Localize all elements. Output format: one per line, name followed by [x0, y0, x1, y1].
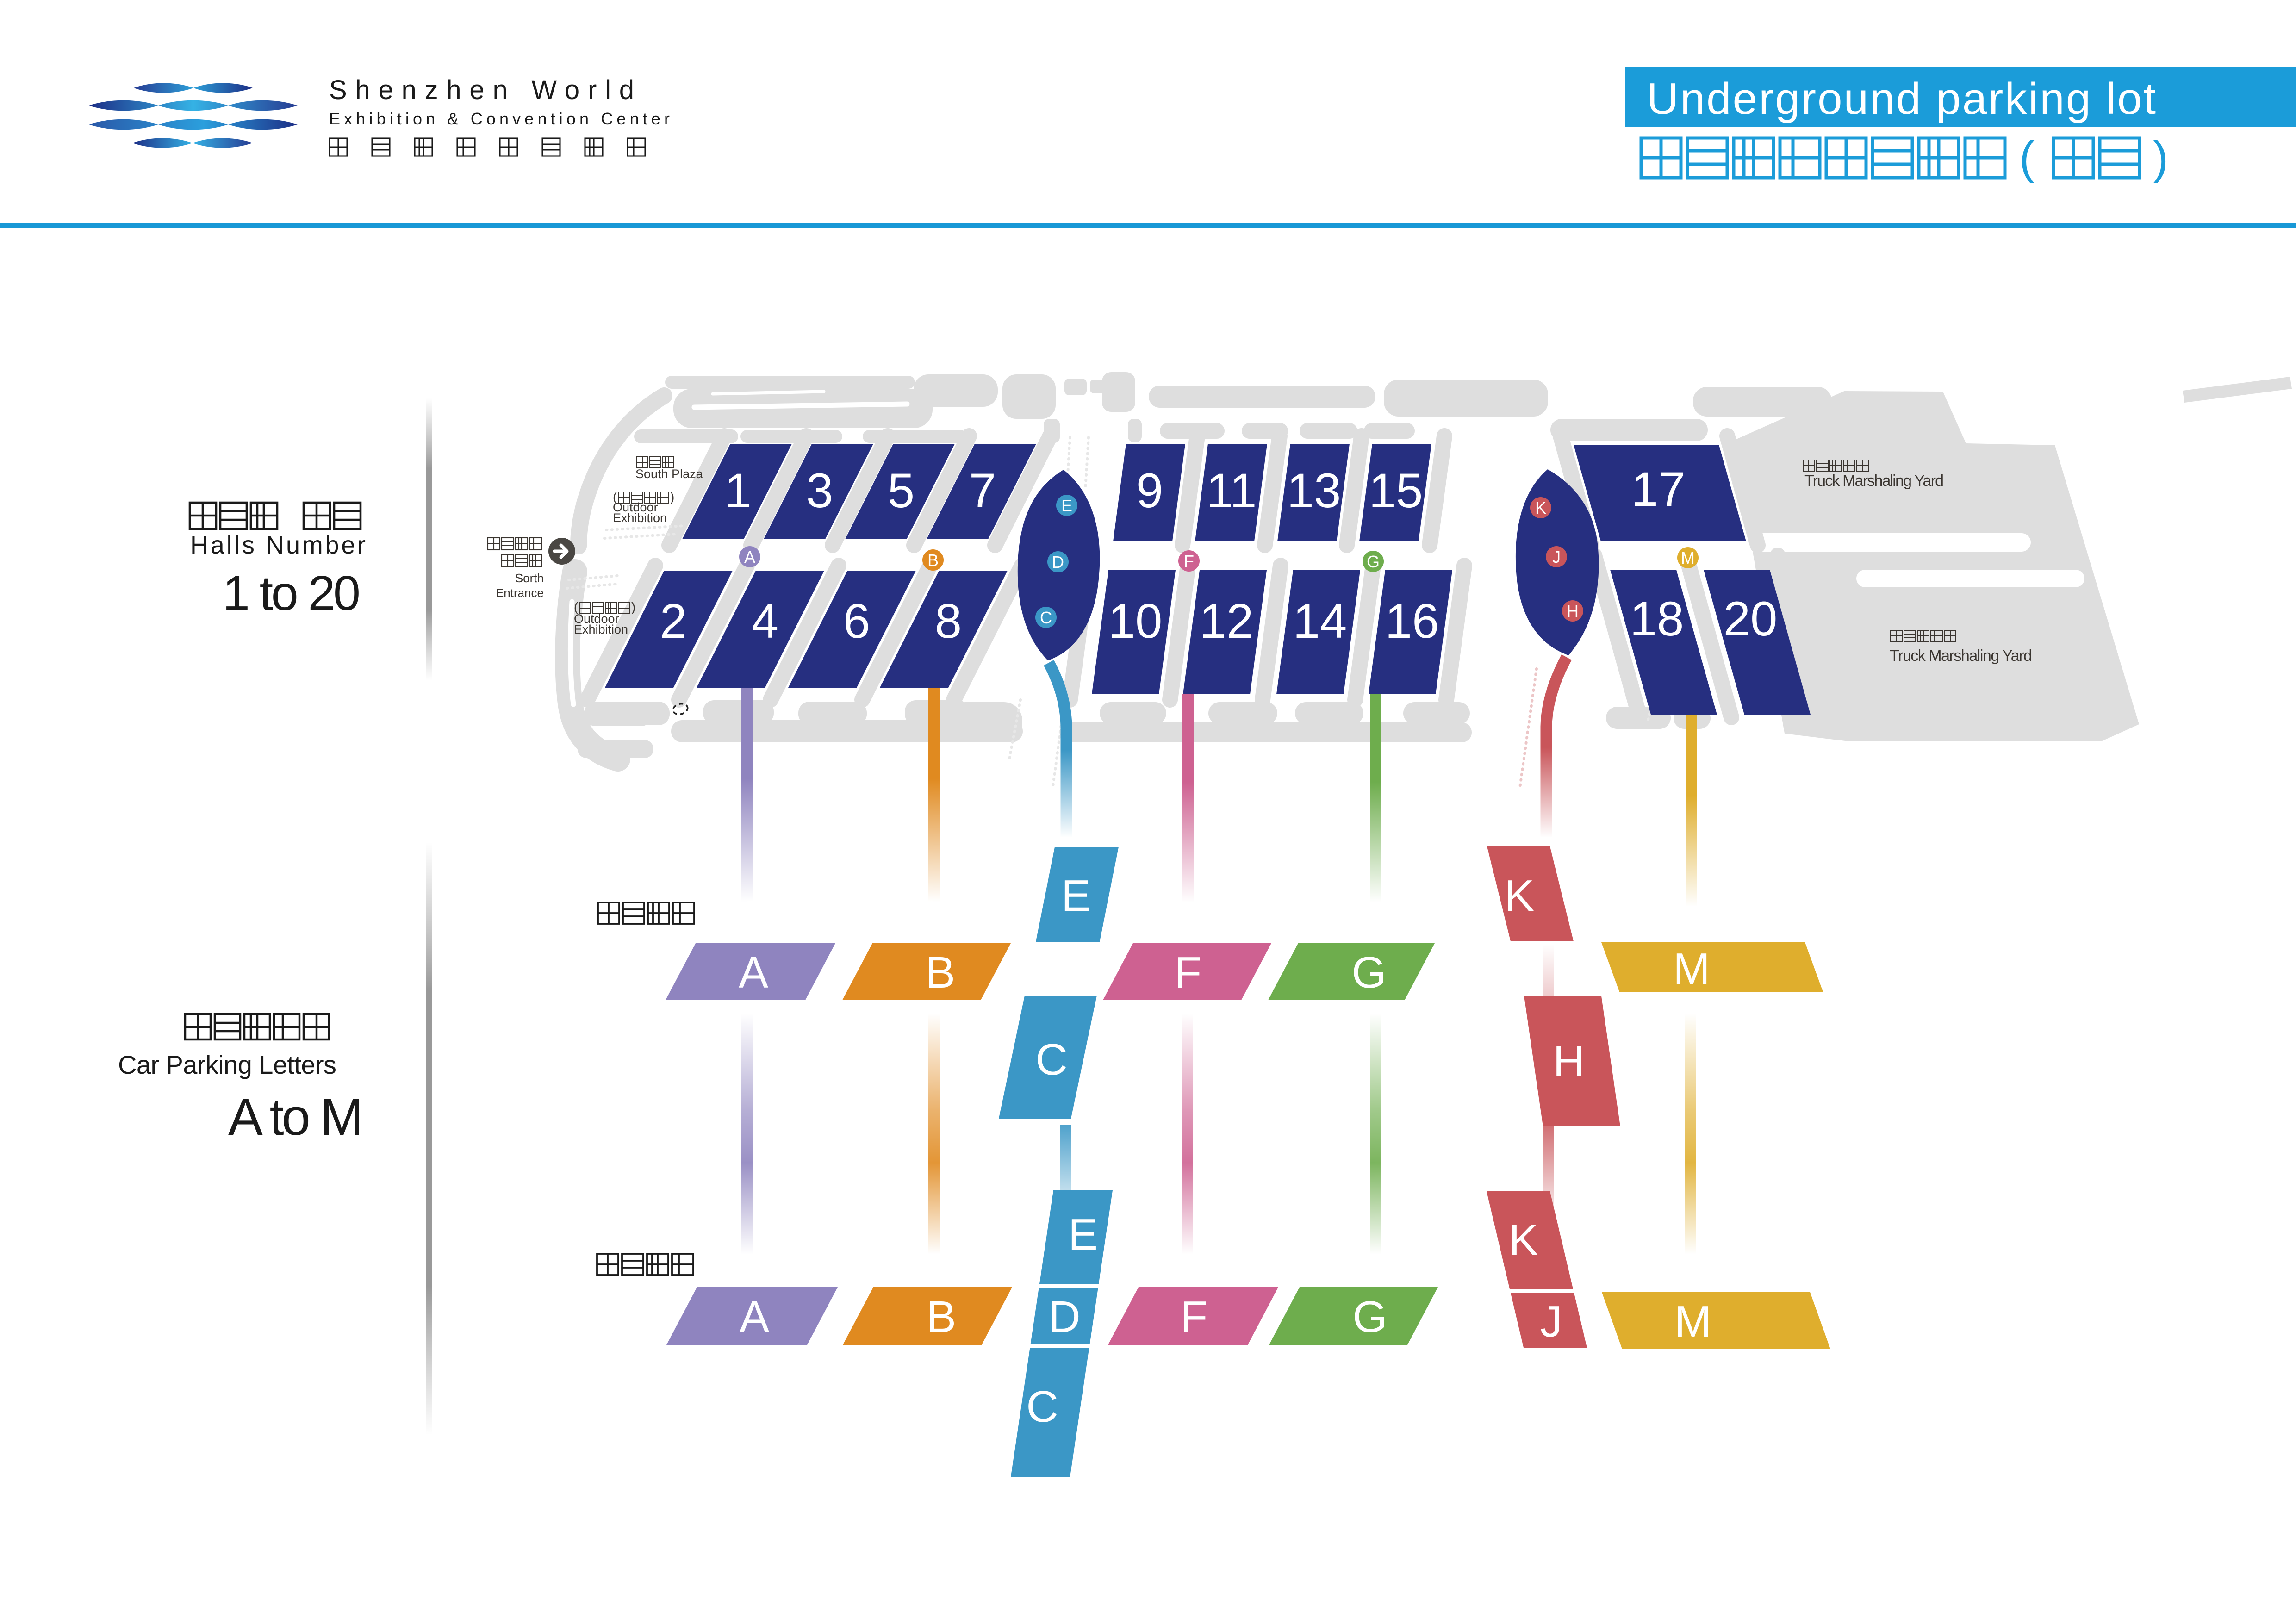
svg-text:H: H — [1567, 602, 1579, 621]
svg-text:H: H — [1553, 1037, 1585, 1086]
svg-text:G: G — [1352, 948, 1387, 997]
svg-text:M: M — [1673, 944, 1710, 994]
svg-text:Truck Marshaling Yard: Truck Marshaling Yard — [1890, 647, 2032, 665]
svg-text:F: F — [1175, 948, 1202, 997]
svg-text:D: D — [1052, 553, 1064, 572]
svg-text:Car Parking Letters: Car Parking Letters — [118, 1050, 336, 1079]
svg-text:13: 13 — [1287, 464, 1341, 518]
svg-text:Shenzhen World: Shenzhen World — [329, 75, 634, 105]
svg-text:K: K — [1509, 1215, 1538, 1265]
svg-text:(: ( — [613, 490, 617, 504]
svg-text:16: 16 — [1385, 594, 1439, 648]
svg-text:D: D — [1048, 1292, 1080, 1342]
svg-text:1: 1 — [725, 464, 752, 518]
svg-text:): ) — [631, 600, 635, 614]
svg-text:): ) — [670, 490, 674, 504]
svg-text:M: M — [1681, 548, 1695, 567]
svg-text:8: 8 — [935, 594, 962, 648]
svg-text:17: 17 — [1631, 462, 1686, 516]
svg-text:Halls Number: Halls Number — [190, 531, 366, 559]
svg-text:C: C — [1026, 1382, 1058, 1431]
svg-text:E: E — [1061, 496, 1072, 515]
svg-text:G: G — [1353, 1292, 1388, 1342]
svg-text:Underground parking lot: Underground parking lot — [1647, 74, 2156, 124]
svg-text:12: 12 — [1200, 594, 1254, 648]
svg-text:Entrance: Entrance — [496, 586, 544, 600]
svg-text:M: M — [1674, 1297, 1711, 1346]
svg-text:Sorth: Sorth — [515, 571, 544, 585]
svg-text:7: 7 — [969, 464, 996, 518]
svg-text:C: C — [1035, 1035, 1067, 1084]
svg-text:Exhibition: Exhibition — [613, 511, 667, 525]
svg-text:F: F — [1181, 1292, 1208, 1342]
svg-text:South Plaza: South Plaza — [635, 467, 703, 481]
svg-text:A: A — [744, 548, 755, 566]
svg-text:): ) — [2153, 132, 2168, 184]
svg-text:A: A — [739, 948, 768, 997]
svg-text:K: K — [1535, 498, 1546, 517]
svg-text:15: 15 — [1369, 464, 1423, 518]
svg-text:J: J — [1540, 1297, 1562, 1346]
svg-text:2: 2 — [660, 594, 687, 648]
svg-text:18: 18 — [1630, 592, 1684, 646]
svg-text:C: C — [1040, 608, 1052, 627]
svg-text:A to M: A to M — [228, 1088, 363, 1146]
svg-text:B: B — [927, 551, 939, 570]
svg-text:K: K — [1505, 871, 1534, 921]
svg-text:Outdoor: Outdoor — [574, 612, 619, 626]
svg-text:20: 20 — [1724, 592, 1778, 646]
svg-text:E: E — [1068, 1210, 1098, 1259]
svg-text:Exhibition & Convention Center: Exhibition & Convention Center — [329, 109, 670, 128]
svg-text:3: 3 — [806, 464, 833, 518]
svg-text:A: A — [740, 1292, 769, 1342]
svg-text:F: F — [1184, 552, 1194, 571]
svg-text:6: 6 — [843, 594, 870, 648]
svg-text:B: B — [926, 948, 955, 997]
svg-text:10: 10 — [1108, 594, 1163, 648]
svg-text:E: E — [1061, 871, 1091, 921]
svg-text:11: 11 — [1207, 464, 1257, 518]
svg-text:(: ( — [2019, 132, 2035, 184]
svg-text:G: G — [1367, 552, 1380, 571]
svg-text:Outdoor: Outdoor — [613, 500, 658, 514]
svg-text:5: 5 — [888, 464, 915, 518]
svg-text:1 to 20: 1 to 20 — [223, 566, 361, 621]
svg-text:14: 14 — [1293, 594, 1347, 648]
svg-text:(: ( — [574, 600, 579, 614]
svg-text:4: 4 — [752, 594, 778, 648]
svg-text:J: J — [1552, 548, 1561, 566]
svg-text:B: B — [927, 1292, 956, 1342]
svg-text:Truck Marshaling Yard: Truck Marshaling Yard — [1804, 472, 1944, 490]
svg-text:9: 9 — [1136, 464, 1163, 518]
svg-text:Exhibition: Exhibition — [574, 622, 628, 636]
